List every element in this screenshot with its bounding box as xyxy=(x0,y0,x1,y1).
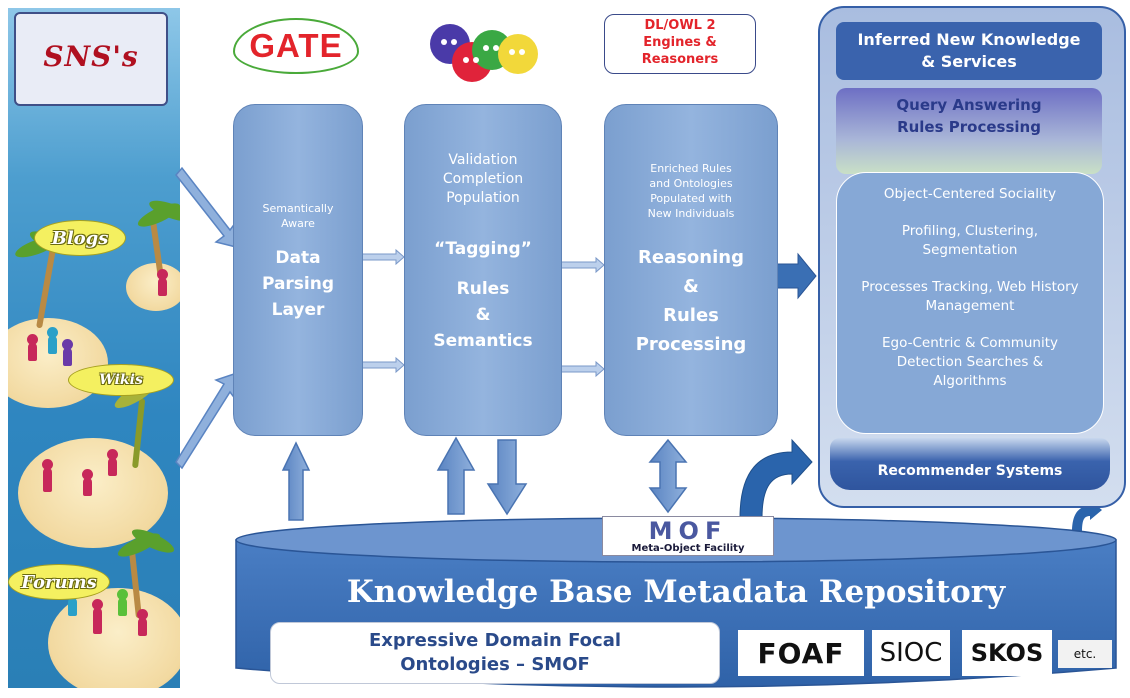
dl-owl-engines-logo: DL/OWL 2 Engines & Reasoners xyxy=(604,14,756,74)
layer2-line-3: Semantics xyxy=(433,331,533,351)
gate-logo-text: GATE xyxy=(249,27,343,64)
arrow-l3-repo-both xyxy=(648,438,688,514)
sioc-text: SIOC xyxy=(879,638,943,668)
person-figure xyxy=(62,339,73,366)
arrow-blogs-in xyxy=(175,166,241,250)
person-figure xyxy=(27,334,38,361)
service-profiling: Profiling, Clustering, Segmentation xyxy=(901,223,1039,258)
data-parsing-title: Data Parsing Layer xyxy=(234,245,362,323)
layer2-line-2: & xyxy=(475,305,491,325)
arrow-forums-in xyxy=(175,370,241,470)
arrow-to-inferred xyxy=(775,252,817,300)
layer2-top-3: Population xyxy=(446,190,520,206)
query-answering-box: Query Answering Rules Processing xyxy=(836,88,1102,174)
arrow-l2-l3-bottom xyxy=(559,360,605,378)
ontologies-box: Expressive Domain Focal Ontologies – SMO… xyxy=(270,622,720,684)
wikis-cloud: Wikis xyxy=(68,364,174,396)
input-arrows xyxy=(175,166,241,470)
inferred-knowledge-title: Inferred New Knowledge & Services xyxy=(857,30,1081,71)
arrow-repo-to-recommender xyxy=(739,438,813,519)
sphere-eyes xyxy=(441,39,525,63)
forums-label: Forums xyxy=(21,571,97,593)
sns-scroll-banner xyxy=(14,12,168,106)
foaf-text: FOAF xyxy=(757,636,845,670)
data-parsing-layer-box: Semantically Aware Data Parsing Layer xyxy=(233,104,363,436)
arrow-l1-l2-bottom xyxy=(361,356,405,374)
person-figure xyxy=(92,599,103,634)
person-figure xyxy=(117,589,128,616)
service-processes-tracking: Processes Tracking, Web History Manageme… xyxy=(861,279,1079,314)
layer3-small-2: and Ontologies xyxy=(649,177,733,190)
service-object-centered: Object-Centered Sociality xyxy=(883,186,1057,202)
arrow-l2-to-repo xyxy=(486,439,528,516)
etc-box: etc. xyxy=(1058,640,1112,668)
service-ego-centric: Ego-Centric & Community Detection Search… xyxy=(881,335,1059,389)
recommender-systems-text: Recommender Systems xyxy=(877,463,1063,479)
island-1 xyxy=(126,263,180,311)
dl-owl-line-2: Engines & xyxy=(643,35,717,50)
person-figure xyxy=(42,459,53,492)
layer1-line-2: Parsing xyxy=(261,274,335,294)
tagging-text: “Tagging” xyxy=(434,239,532,259)
semantically-aware-text: Semantically Aware xyxy=(262,202,334,230)
foaf-logo: FOAF xyxy=(738,630,864,676)
person-figure xyxy=(82,469,93,496)
person-figure xyxy=(137,609,148,636)
blogs-cloud: Blogs xyxy=(34,220,126,256)
recommender-systems-box: Recommender Systems xyxy=(830,438,1110,490)
person-figure xyxy=(107,449,118,476)
gate-logo: GATE xyxy=(233,18,359,74)
layer1-line-1: Data xyxy=(275,248,321,268)
sns-label: SNS's xyxy=(43,40,139,73)
layer1-line-3: Layer xyxy=(271,300,325,320)
inferred-knowledge-header: Inferred New Knowledge & Services xyxy=(836,22,1102,80)
arrow-repo-to-l2 xyxy=(436,436,476,515)
mof-logo: MOF Meta-Object Facility xyxy=(602,516,774,556)
rules-semantics-layer-box: Validation Completion Population “Taggin… xyxy=(404,104,562,436)
arrow-repo-to-l1 xyxy=(281,441,311,521)
layer3-small-1: Enriched Rules xyxy=(650,162,732,175)
connector-arrows xyxy=(361,248,605,378)
forums-cloud: Forums xyxy=(8,564,110,600)
layer3-small-3: Populated with xyxy=(650,192,732,205)
mof-caption: Meta-Object Facility xyxy=(631,542,745,554)
social-network-illustration: Blogs Wikis Forums xyxy=(8,8,180,688)
arrow-l2-l3-top xyxy=(559,256,605,274)
skos-text: SKOS xyxy=(970,639,1044,667)
person-figure xyxy=(47,327,58,354)
query-answering-text: Query Answering Rules Processing xyxy=(896,96,1042,136)
wikis-label: Wikis xyxy=(99,372,143,388)
layer3-line-1: Reasoning xyxy=(638,247,744,268)
repository-title: Knowledge Base Metadata Repository xyxy=(346,574,1006,610)
reasoning-title: Reasoning & Rules Processing xyxy=(605,243,777,359)
blogs-label: Blogs xyxy=(51,227,109,249)
layer3-line-2: & xyxy=(683,276,699,297)
ontologies-text: Expressive Domain Focal Ontologies – SMO… xyxy=(368,630,622,675)
layer2-top-1: Validation xyxy=(448,152,518,168)
arrow-l1-l2-top xyxy=(361,248,405,266)
sphere-yellow xyxy=(498,34,538,74)
reasoning-layer-box: Enriched Rules and Ontologies Populated … xyxy=(604,104,778,436)
layer3-line-4: Processing xyxy=(635,334,747,355)
rules-semantics-title: Rules & Semantics xyxy=(405,276,561,354)
skos-logo: SKOS xyxy=(962,630,1052,676)
layer3-line-3: Rules xyxy=(663,305,719,326)
services-box: Object-Centered Sociality Profiling, Clu… xyxy=(836,172,1104,434)
layer2-line-1: Rules xyxy=(456,279,510,299)
etc-text: etc. xyxy=(1073,647,1097,661)
layer2-top-2: Completion xyxy=(442,171,524,187)
person-figure xyxy=(157,269,168,296)
dl-owl-line-3: Reasoners xyxy=(641,52,719,67)
layer3-small-4: New Individuals xyxy=(647,207,735,220)
validation-text: Validation Completion Population xyxy=(405,151,561,208)
mof-logo-text: MOF xyxy=(648,516,728,545)
face-spheres-logo xyxy=(430,24,538,82)
sioc-logo: SIOC xyxy=(872,630,950,676)
vertical-arrows xyxy=(281,436,688,521)
enriched-rules-text: Enriched Rules and Ontologies Populated … xyxy=(605,161,777,221)
dl-owl-line-1: DL/OWL 2 xyxy=(644,18,716,33)
arrow-repo-right xyxy=(1072,500,1102,532)
